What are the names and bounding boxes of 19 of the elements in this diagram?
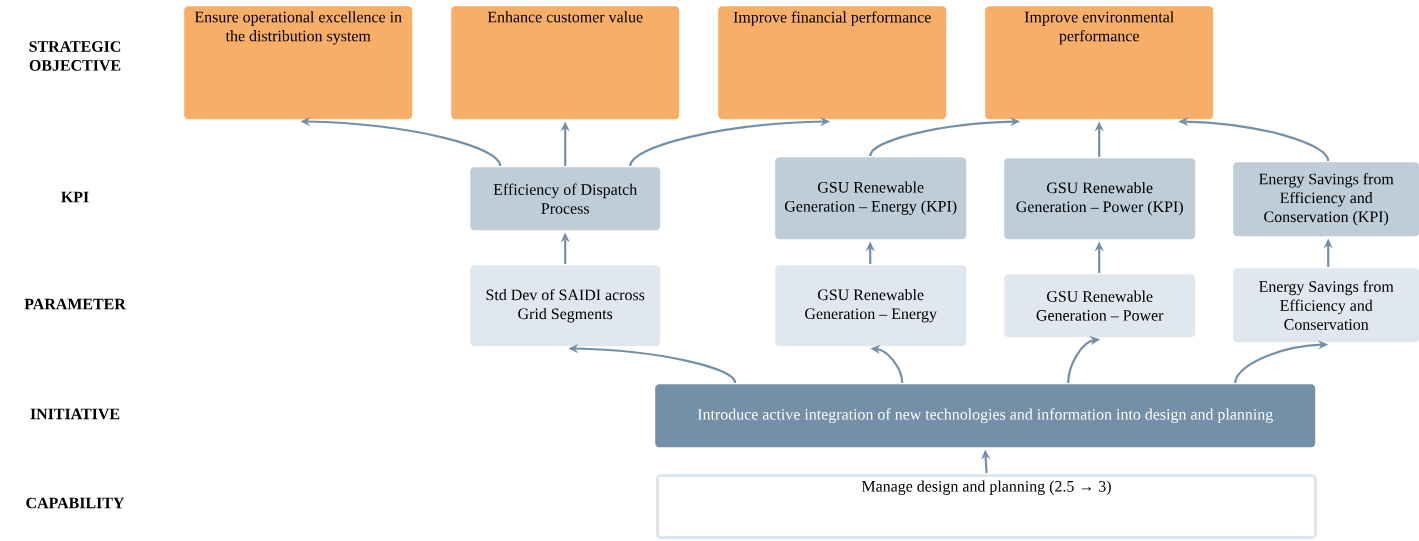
objective-box: Enhance customer value (451, 6, 680, 120)
parameter-box: Energy Savings from Efficiency and Conservation (1233, 268, 1419, 343)
kpi-box: Efficiency of Dispatch Process (470, 167, 661, 231)
objective-box: Improve environmental performance (985, 6, 1214, 120)
capability-box: Manage design and planning (2.5 → 3) (656, 474, 1317, 539)
parameter-box: Std Dev of SAIDI across Grid Segments (470, 265, 661, 347)
parameter-box: GSU Renewable Generation – Energy (775, 265, 967, 347)
row-label: CAPABILITY (26, 497, 125, 509)
row-label: INITIATIVE (30, 408, 120, 420)
initiative-box: Introduce active integration of new technologies and information into design and planning (655, 384, 1316, 448)
objective-box: Improve financial performance (718, 6, 947, 120)
kpi-box: Energy Savings from Efficiency and Conservation (KPI) (1233, 162, 1419, 237)
objective-box: Ensure operational excellence in the distribution system (184, 6, 413, 120)
parameter-box: GSU Renewable Generation – Power (1004, 274, 1196, 338)
row-label: KPI (61, 191, 89, 203)
kpi-box: GSU Renewable Generation – Energy (KPI) (775, 157, 967, 240)
row-label: STRATEGIC OBJECTIVE (29, 41, 121, 71)
kpi-box: GSU Renewable Generation – Power (KPI) (1004, 158, 1196, 240)
row-label: PARAMETER (24, 298, 126, 310)
